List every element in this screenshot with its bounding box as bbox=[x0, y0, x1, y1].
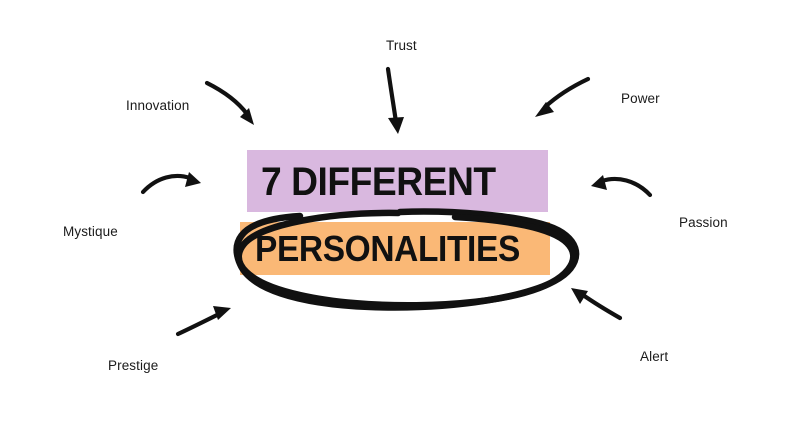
trait-label-prestige: Prestige bbox=[108, 358, 159, 373]
trait-label-innovation: Innovation bbox=[126, 98, 190, 113]
trait-label-mystique: Mystique bbox=[63, 224, 118, 239]
trait-label-alert: Alert bbox=[640, 349, 669, 364]
trait-label-power: Power bbox=[621, 91, 660, 106]
trait-label-passion: Passion bbox=[679, 215, 728, 230]
title-line-2: PERSONALITIES bbox=[255, 228, 520, 269]
title-line-1: 7 DIFFERENT bbox=[261, 160, 496, 204]
title-highlight-purple bbox=[247, 150, 548, 212]
trait-label-trust: Trust bbox=[386, 38, 417, 53]
